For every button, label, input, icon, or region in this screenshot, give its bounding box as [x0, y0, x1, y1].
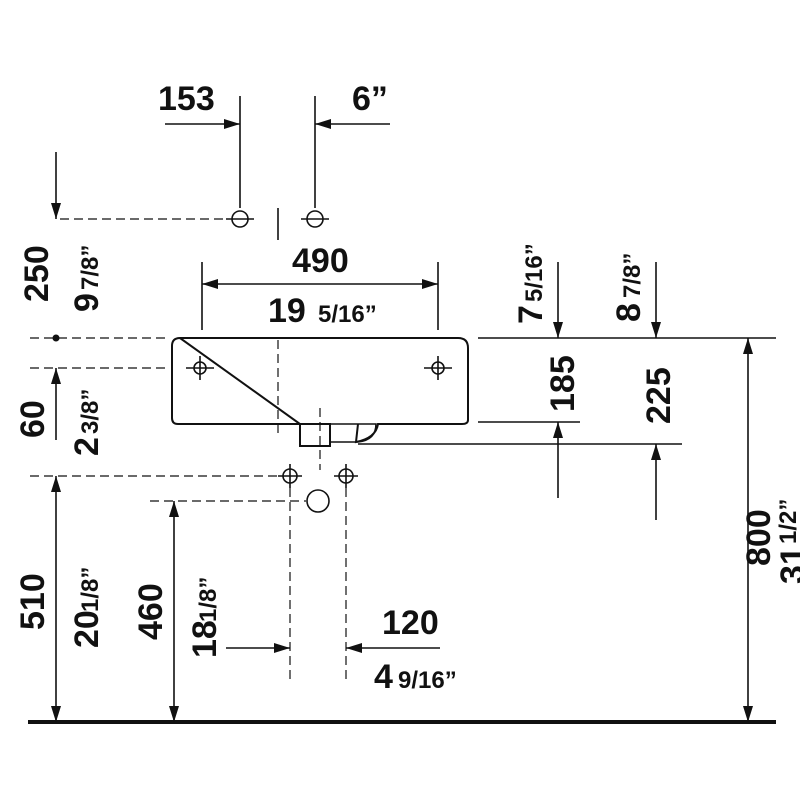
upper-tap-holes [60, 208, 329, 240]
dim-left-lower: 510 20 1/8” 460 18 1/8” [14, 476, 224, 722]
label-supply-height-in-whole: 20 [68, 610, 106, 648]
dim-supply-spacing: 120 4 9/16” [226, 604, 457, 696]
label-width-mm: 490 [292, 242, 349, 280]
label-depth-225-mm: 225 [640, 367, 678, 424]
label-supply-spacing-mm: 120 [382, 604, 439, 642]
fixing-hole-left [186, 356, 214, 380]
label-front-in-frac: 3/8” [77, 389, 104, 434]
label-drain-height-in-frac: 1/8” [195, 577, 222, 622]
label-tap-height-in-whole: 9 [68, 293, 106, 312]
label-width-in-whole: 19 [268, 292, 306, 330]
label-total-height-mm: 800 [740, 509, 778, 566]
label-supply-spacing-in-whole: 4 [374, 658, 393, 696]
label-tap-height-mm: 250 [18, 245, 56, 302]
label-depth-225-in-frac: 7/8” [619, 253, 646, 298]
label-drain-height-in-whole: 18 [186, 620, 224, 658]
dim-width: 490 19 5/16” [201, 242, 439, 330]
label-supply-height-mm: 510 [14, 573, 52, 630]
label-tap-spacing-mm: 153 [158, 80, 215, 118]
label-depth-225-in-whole: 8 [610, 303, 648, 322]
label-tap-height-in-frac: 7/8” [77, 245, 104, 290]
label-total-height-in-whole: 31 [774, 546, 800, 584]
basin [171, 336, 469, 470]
label-front-mm: 60 [14, 400, 52, 438]
label-total-height-in-frac: 1/2” [775, 499, 800, 544]
fixing-hole-right [424, 356, 452, 380]
label-supply-height-in-frac: 1/8” [77, 567, 104, 612]
label-drain-height-mm: 460 [132, 583, 170, 640]
label-depth-185-in-whole: 7 [512, 305, 550, 324]
label-width-in-frac: 5/16” [318, 301, 377, 328]
dim-left-upper: 250 9 7/8” 60 2 3/8” [14, 152, 165, 456]
label-tap-spacing-in: 6” [352, 80, 388, 118]
dim-right: 7 5/16” 185 8 7/8” 225 800 31 1/2” [358, 243, 800, 722]
label-front-in-whole: 2 [68, 437, 106, 456]
label-depth-185-mm: 185 [544, 355, 582, 412]
label-depth-185-in-frac: 5/16” [521, 243, 548, 302]
label-supply-spacing-in-frac: 9/16” [398, 667, 457, 694]
dim-tap-spacing: 153 6” [158, 80, 390, 208]
